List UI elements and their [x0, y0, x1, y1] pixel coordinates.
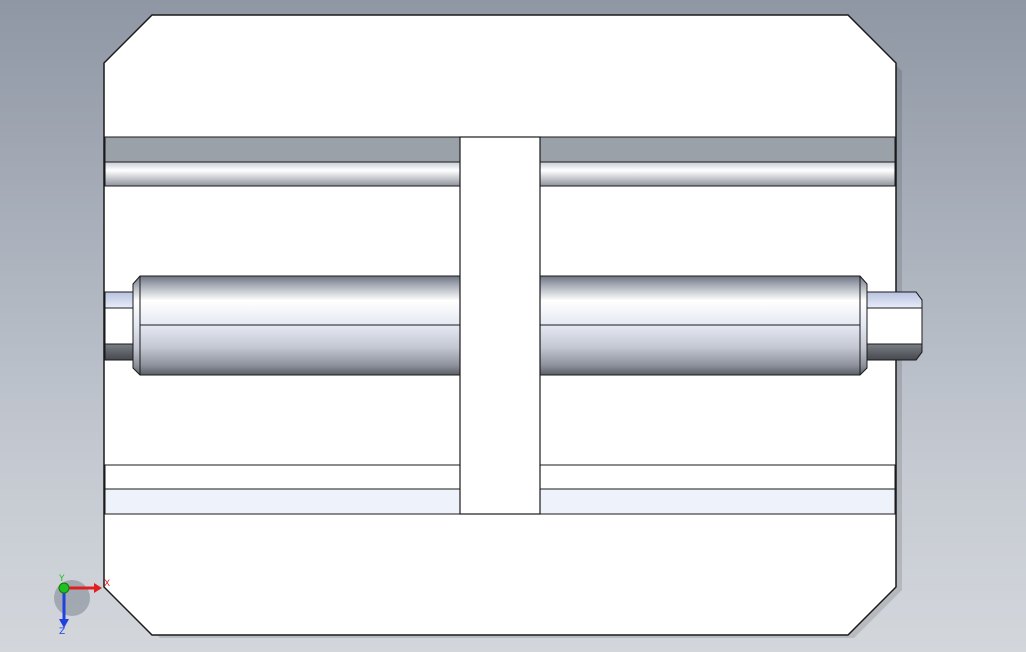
shaft-left[interactable] [132, 275, 461, 376]
x-axis-label: X [104, 579, 110, 589]
bottom-guide-rail-right[interactable] [539, 464, 896, 515]
hex-nut-left[interactable] [104, 291, 136, 361]
x-axis-arrowhead [94, 583, 102, 593]
hex-nut-right[interactable] [864, 291, 923, 361]
z-axis-arrowhead [59, 619, 69, 628]
y-axis-label: Y [58, 574, 65, 584]
shaft-right[interactable] [539, 275, 868, 376]
y-axis-dot [58, 582, 70, 594]
bottom-guide-rail-left[interactable] [104, 464, 461, 515]
z-axis-label: Z [59, 627, 65, 637]
center-slider-block[interactable] [459, 136, 541, 515]
top-guide-rail-right[interactable] [539, 136, 896, 187]
orientation-triad: X Y Z [54, 574, 110, 637]
top-guide-rail-left[interactable] [104, 136, 461, 187]
